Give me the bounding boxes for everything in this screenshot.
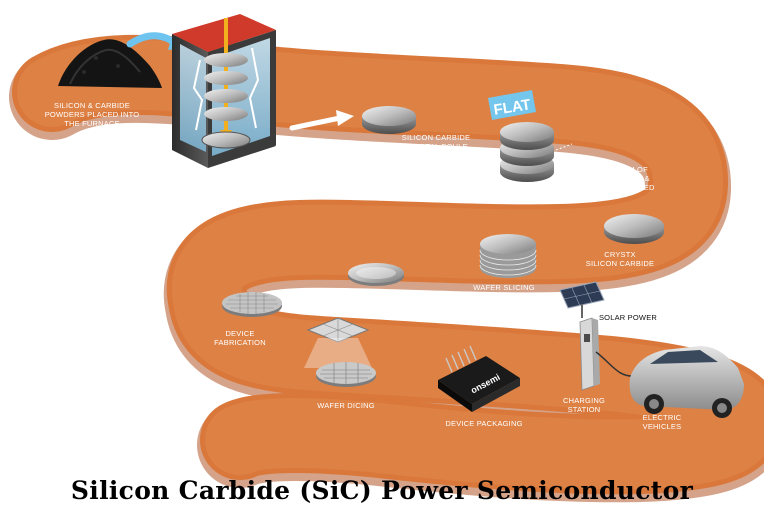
label-line: EMERGES: [417, 151, 456, 160]
label-charging-station: CHARGING STATION: [563, 396, 605, 414]
label-line: CRYSTAL BOULE: [404, 142, 468, 151]
wafer-dicing-icon: [304, 317, 376, 387]
crystx-wafer-icon: [604, 214, 664, 244]
label-line: DEVICE PACKAGING: [445, 419, 522, 428]
label-epitaxy: EPITAXY: [372, 300, 405, 309]
boule-stack-icon: [489, 122, 573, 182]
label-line: THE FURNACE: [64, 119, 120, 128]
label-crystx: CRYSTX SILICON CARBIDE: [586, 250, 654, 268]
label-device-packaging: DEVICE PACKAGING: [445, 419, 522, 428]
packaged-chip-icon: onsemi: [438, 345, 520, 412]
label-boule-emerges: SILICON CARBIDE CRYSTAL BOULE EMERGES: [402, 133, 470, 160]
electric-vehicle-icon: [629, 346, 744, 418]
label-line: PRIMARY FLAT ADDED: [569, 183, 655, 192]
label-solar-power: SOLAR POWER: [599, 313, 657, 322]
wafer-slicing-icon: [479, 234, 537, 278]
label-line: VEHICLES: [643, 422, 682, 431]
flat-tag: FLAT: [488, 90, 536, 120]
epitaxy-wafer-icon: [348, 263, 404, 286]
powder-pile-icon: [58, 39, 162, 88]
process-arrow-1: [289, 115, 343, 131]
label-line: SOLAR POWER: [599, 313, 657, 322]
boule-icon: [362, 106, 416, 134]
label-line: POWDERS PLACED INTO: [45, 110, 140, 119]
label-crystal-grows: SiC CRYSTAL GROWS IN HIGH TEMPERATURE FU…: [271, 143, 361, 170]
label-top-bottom: TOP & BOTTOM OF BOULE REMOVED & PRIMARY …: [569, 165, 655, 192]
label-line: CRYSTX: [604, 250, 636, 259]
label-line: ELECTRIC: [643, 413, 682, 422]
furnace-icon: [172, 14, 276, 168]
label-line: WAFER SLICING: [473, 283, 535, 292]
label-line: SILICON CARBIDE: [402, 133, 470, 142]
label-line: FABRICATION: [214, 338, 266, 347]
label-line: CHARGING: [563, 396, 605, 405]
label-line: DEVICE: [225, 329, 254, 338]
solar-panel-icon: [559, 281, 605, 318]
label-wafer-dicing: WAFER DICING: [317, 401, 375, 410]
label-powders: SILICON & CARBIDE POWDERS PLACED INTO TH…: [45, 101, 140, 128]
device-fabrication-wafer-icon: [222, 292, 282, 317]
label-line: SILICON CARBIDE: [586, 259, 654, 268]
label-line: FURNACE: [297, 161, 335, 170]
label-line: STATION: [568, 405, 601, 414]
label-line: SILICON & CARBIDE: [54, 101, 130, 110]
label-line: EPITAXY: [372, 300, 405, 309]
page-title: Silicon Carbide (SiC) Power Semiconducto…: [70, 476, 694, 505]
label-wafer-slicing: WAFER SLICING: [473, 283, 535, 292]
label-electric-vehicles: ELECTRIC VEHICLES: [643, 413, 682, 431]
label-line: IN HIGH TEMPERATURE: [271, 152, 361, 161]
label-line: TOP & BOTTOM OF: [576, 165, 648, 174]
label-line: BOULE REMOVED &: [574, 174, 650, 183]
label-device-fabrication: DEVICE FABRICATION: [214, 329, 266, 347]
label-line: WAFER DICING: [317, 401, 375, 410]
flat-label: FLAT: [492, 96, 531, 119]
label-line: SiC CRYSTAL GROWS: [275, 143, 357, 152]
